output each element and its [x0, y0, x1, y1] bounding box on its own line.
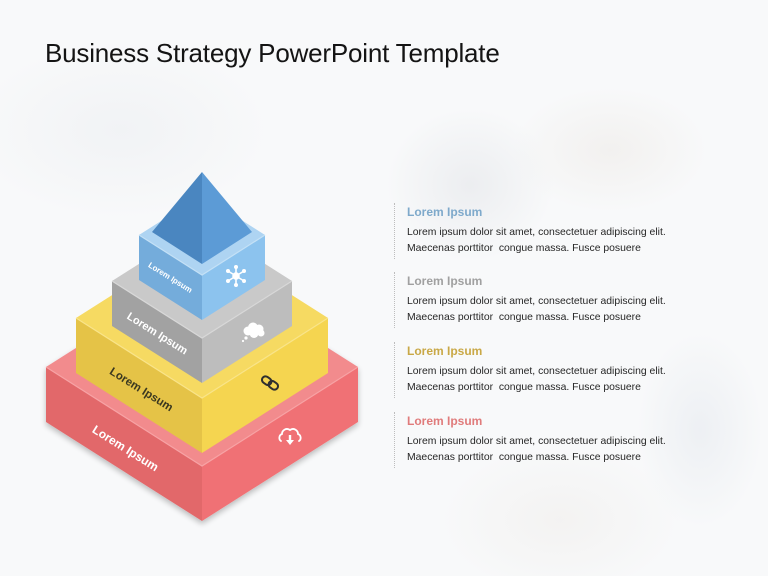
text-item-4: Lorem Ipsum Lorem ipsum dolor sit amet, … [394, 412, 724, 469]
red-right-face [202, 367, 358, 521]
dotted-divider [394, 342, 395, 398]
cloud-download-icon [278, 428, 302, 445]
dotted-divider [394, 203, 395, 259]
item-body-line: Lorem ipsum dolor sit amet, consectetuer… [407, 227, 666, 238]
item-body: Lorem ipsum dolor sit amet, consectetuer… [407, 294, 666, 325]
item-body-line: Lorem ipsum dolor sit amet, consectetuer… [407, 436, 666, 447]
item-heading: Lorem Ipsum [407, 274, 483, 288]
text-item-3: Lorem Ipsum Lorem ipsum dolor sit amet, … [394, 342, 724, 399]
gray-left-face [112, 281, 202, 383]
item-heading: Lorem Ipsum [407, 344, 483, 358]
dotted-divider [394, 272, 395, 328]
yellow-left-face [76, 318, 202, 453]
thought-cloud-icon [241, 322, 265, 343]
chain-link-icon [260, 375, 280, 391]
yellow-right-face [202, 318, 328, 453]
pyramid-apex [152, 172, 252, 264]
item-body-line: Maecenas porttitor congue massa. Fusce p… [407, 311, 641, 323]
apex-left-face [152, 172, 202, 264]
item-body-line: Maecenas porttitor congue massa. Fusce p… [407, 242, 641, 254]
item-body-line: Maecenas porttitor congue massa. Fusce p… [407, 381, 641, 393]
slide-title: Business Strategy PowerPoint Template [45, 38, 500, 68]
item-heading: Lorem Ipsum [407, 205, 483, 219]
red-left-face [46, 367, 202, 521]
text-item-1: Lorem Ipsum Lorem ipsum dolor sit amet, … [394, 203, 724, 260]
item-heading: Lorem Ipsum [407, 414, 483, 428]
item-body-line: Maecenas porttitor congue massa. Fusce p… [407, 451, 641, 463]
item-body: Lorem ipsum dolor sit amet, consectetuer… [407, 364, 666, 395]
item-body-line: Lorem ipsum dolor sit amet, consectetuer… [407, 366, 666, 377]
blue-left-face [139, 235, 202, 320]
item-body: Lorem ipsum dolor sit amet, consectetuer… [407, 225, 666, 256]
item-body: Lorem ipsum dolor sit amet, consectetuer… [407, 434, 666, 465]
network-icon [226, 265, 246, 287]
dotted-divider [394, 412, 395, 468]
apex-right-face [202, 172, 252, 264]
text-item-2: Lorem Ipsum Lorem ipsum dolor sit amet, … [394, 272, 724, 329]
item-body-line: Lorem ipsum dolor sit amet, consectetuer… [407, 296, 666, 307]
